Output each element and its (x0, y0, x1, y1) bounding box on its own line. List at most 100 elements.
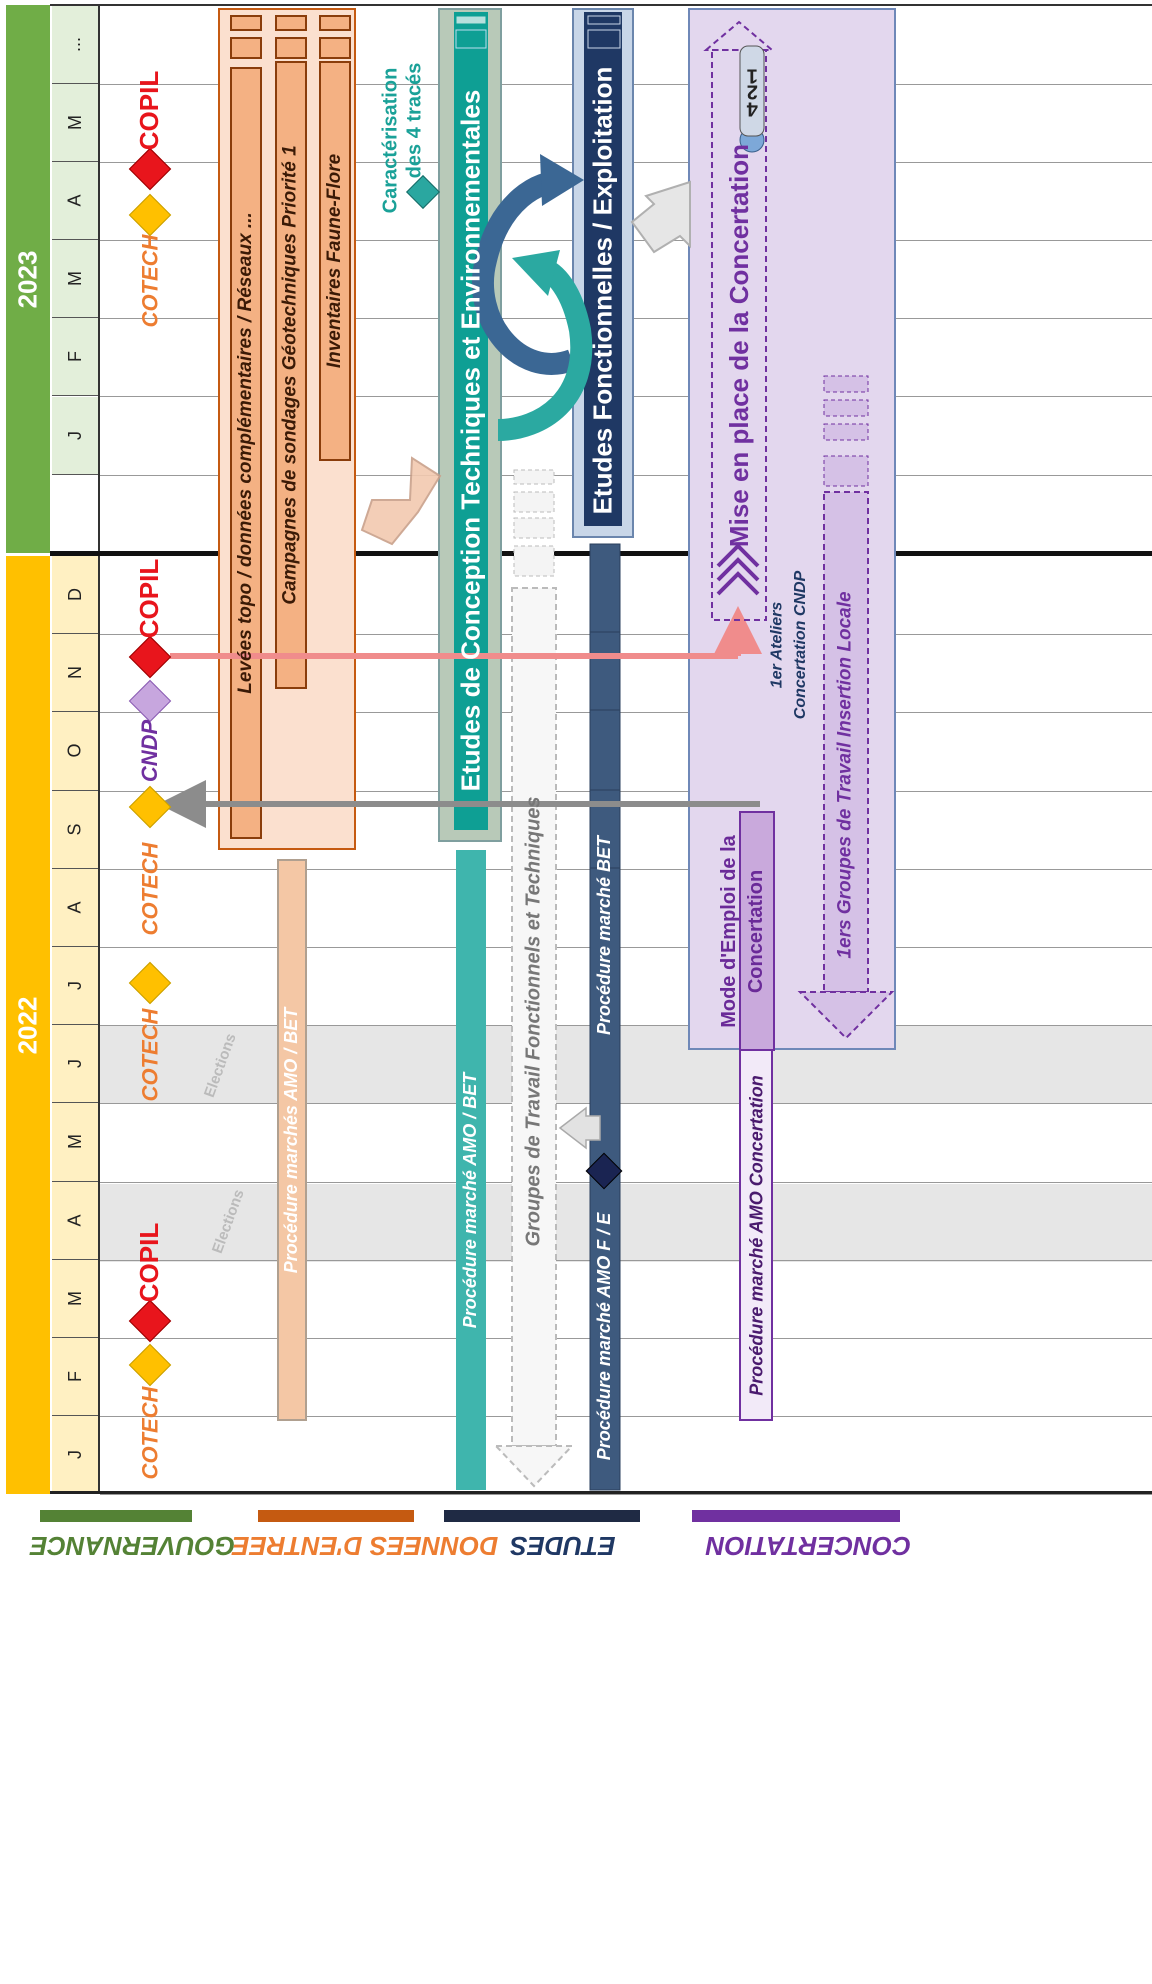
legend-gouvernance: GOUVERNANCE (30, 1531, 236, 1561)
year-2022: 2022 (6, 556, 50, 1494)
conception-stub-2 (455, 29, 487, 49)
legend-concertation: CONCERTATION (706, 1531, 912, 1561)
grid-line (100, 712, 1152, 714)
year-2023: 2023 (6, 5, 50, 553)
month-cell: N (52, 634, 98, 713)
small-grey-arrow (558, 1106, 601, 1150)
fonctionnelles-bar (584, 12, 622, 526)
fonctionnelles-stub-2 (587, 29, 621, 49)
month-cell: A (52, 1181, 98, 1260)
label-cotech-jun: COTECH (137, 1008, 163, 1102)
campagnes-stub-1 (230, 15, 262, 31)
month-cell: O (52, 712, 98, 791)
inventaires-stub-1 (319, 15, 351, 31)
label-elections-2: Elections (208, 1186, 248, 1256)
groupes-travail-arrowhead (493, 1445, 575, 1488)
cycle-arrow-navy-2 (472, 170, 576, 375)
month-cell: J (52, 1416, 98, 1495)
campagnes-stub-4 (275, 37, 307, 59)
label-mode-emploi-1: Mode d'Emploi de la (717, 834, 740, 1028)
cycle-arrow-teal-head (512, 250, 560, 296)
label-leves: Levées topo / données complémentaires / … (235, 212, 257, 694)
grid-line (100, 1259, 1152, 1261)
label-mode-emploi-2: Concertation (745, 869, 768, 993)
legend-donnees: DONNEES D'ENTREE (232, 1531, 499, 1561)
campagnes-stub-2 (230, 37, 262, 59)
month-cell: M (52, 84, 98, 162)
label-copil-dec: COPIL (134, 558, 165, 638)
legend-bar-donnees (258, 1510, 414, 1522)
month-cell: D (52, 556, 98, 635)
month-cell: F (52, 318, 98, 396)
procedure-amo-concertation-box (739, 1049, 773, 1421)
label-cotech-aug: COTECH (137, 842, 163, 936)
donnees-to-conception-arrow (360, 456, 442, 546)
timeline-frame (50, 4, 1152, 1494)
label-mise-en-place: Mise en place de la Concertation (724, 143, 755, 547)
grid-line (100, 1338, 1152, 1339)
label-campagnes: Campagnes de sondages Géotechniques Prio… (280, 145, 302, 605)
label-inventaires: Inventaires Faune-Flore (324, 153, 345, 369)
groupes-stub-4 (513, 545, 555, 577)
insertion-stub-3 (823, 423, 869, 441)
cycle-arrow-teal (497, 257, 593, 441)
grid-line (100, 1494, 1152, 1496)
grid-line (100, 1416, 1152, 1418)
legend-bar-concertation (692, 1510, 900, 1522)
grid-line (100, 1025, 1152, 1027)
campagnes-stub-3 (275, 15, 307, 31)
month-cell: M (52, 240, 98, 318)
legend-bar-gouvernance (40, 1510, 192, 1522)
month-cell: F (52, 1338, 98, 1417)
conception-bar (454, 12, 488, 830)
leves-bar (230, 67, 262, 839)
grid-line (100, 947, 1152, 948)
concertation-to-fonctionnelles-arrow (630, 180, 691, 254)
label-copil-2023: COPIL (134, 70, 165, 150)
month-cell: ... (52, 5, 98, 84)
month-cell: M (52, 1103, 98, 1182)
grid-line (100, 634, 1152, 636)
label-caracterisation-2: des 4 tracés (403, 62, 426, 178)
label-cotech-jan: COTECH (137, 1386, 163, 1480)
month-cell: J (52, 1025, 98, 1104)
grid-line (100, 868, 1152, 870)
legend-bar-etudes (444, 1510, 640, 1522)
label-conception: Etudes de Conception Techniques et Envir… (455, 89, 486, 791)
label-procedure-amo-concertation: Procédure marché AMO Concertation (746, 1074, 767, 1396)
label-cotech-2023: COTECH (137, 234, 163, 328)
shade-april-2022 (100, 1184, 1152, 1262)
fonctionnelles-stub-1 (587, 15, 621, 25)
conception-stub-1 (455, 15, 487, 25)
inventaires-stub-2 (319, 37, 351, 59)
label-elections-1: Elections (200, 1030, 240, 1100)
insertion-stub-4 (823, 455, 869, 487)
groupes-insertion-box (823, 491, 869, 993)
badge-421: 4 2 1 (740, 46, 764, 136)
groupes-stub-1 (513, 469, 555, 485)
label-groupes-insertion: 1ers Groupes de Travail Insertion Locale (835, 591, 856, 959)
legend-etudes: ETUDES (510, 1531, 616, 1561)
groupes-stub-3 (513, 517, 555, 539)
month-cell: S (52, 790, 98, 869)
label-cndp: CNDP (137, 719, 162, 783)
groupes-stub-2 (513, 491, 555, 513)
grid-line (100, 1103, 1152, 1105)
label-copil-mar: COPIL (134, 1222, 165, 1302)
mise-en-place-box (711, 49, 767, 621)
label-procedure-amo-bet-teal: Procédure marché AMO / BET (460, 1072, 481, 1328)
procedure-amo-bet-bar (277, 859, 307, 1421)
grid-line (100, 790, 1152, 792)
insertion-stub-1 (823, 375, 869, 393)
shade-june-2022 (100, 1026, 1152, 1104)
month-cell: M (52, 1259, 98, 1338)
grid-line (100, 1181, 1152, 1183)
procedure-amo-bet-teal (456, 850, 486, 1490)
label-ateliers-1: 1er Ateliers (768, 601, 786, 689)
inventaires-bar (319, 61, 351, 461)
badge-1: 1 (746, 63, 758, 86)
label-groupes-travail: Groupes de Travail Fonctionnels et Techn… (522, 795, 545, 1247)
month-cell: A (52, 868, 98, 947)
